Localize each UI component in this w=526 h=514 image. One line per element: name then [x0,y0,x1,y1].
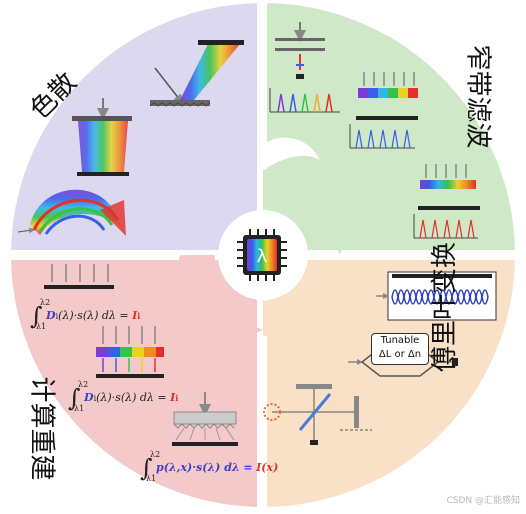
tunable-box: Tunable ΔL or Δn [371,333,429,365]
broadband-detector-icon-1 [44,264,114,289]
waveguide-dispersion-icon [17,189,126,236]
center-chip-icon [237,229,287,281]
equation-2: ∫ λ2 λ1 Di(λ)·s(λ) dλ = Ii [68,380,179,413]
prism-dispersion-icon [149,40,244,107]
equation-1: ∫ λ2 λ1 Di(λ)·s(λ) dλ = Ii [30,298,141,331]
linear-variable-filter-icon [413,164,480,239]
michelson-interferometer-icon [263,384,372,445]
watermark: CSDN @汇能感知 [446,496,520,506]
fourier-title: 傅里叶变换 [430,241,460,372]
tunable-line1: Tunable [380,335,420,346]
interferogram-icon [376,271,497,321]
fabry-perot-icon [269,22,340,113]
color-filter-array-icon [96,326,164,378]
narrowband-title: 窄带滤波 [462,44,493,149]
reconstruction-title: 计算重建 [26,376,57,481]
grating-dispersion-icon [72,98,132,176]
scattering-medium-icon [172,392,238,446]
tunable-line2: ΔL or Δn [378,349,422,360]
center-chip-symbol: λ [257,246,268,267]
equation-3: ∫ λ2 λ1 p(λ,x)·s(λ) dλ = I(x) [140,450,279,483]
filter-array-icon [349,72,418,149]
